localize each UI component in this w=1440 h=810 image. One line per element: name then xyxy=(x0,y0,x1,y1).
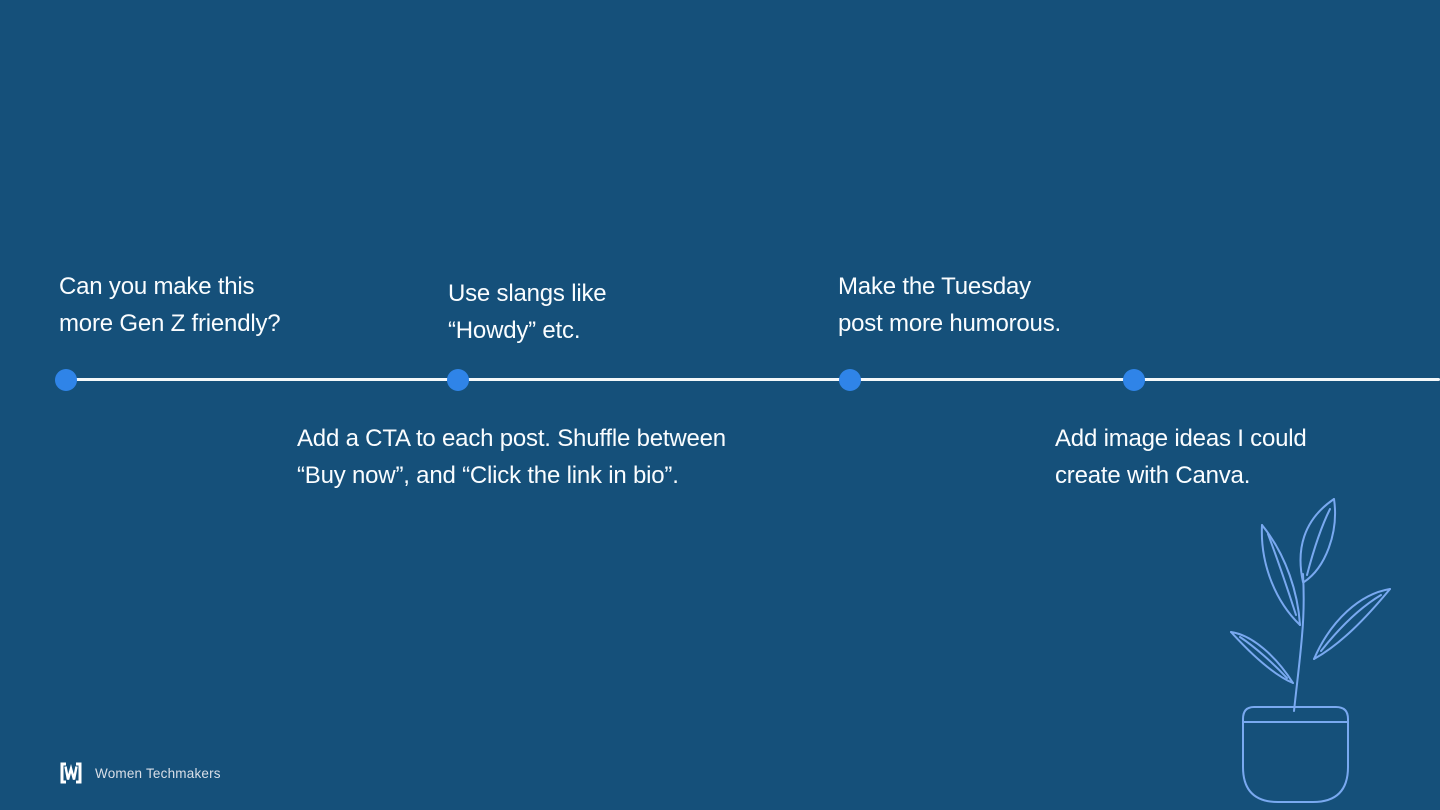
footer-brand-lockup: Women Techmakers xyxy=(57,759,221,787)
timeline-dot-3 xyxy=(839,369,861,391)
timeline-note-below-1: Add a CTA to each post. Shuffle between … xyxy=(297,425,726,489)
potted-plant-line-icon xyxy=(1230,498,1391,803)
timeline-dot-1 xyxy=(55,369,77,391)
timeline-note-above-1: Can you make this more Gen Z friendly? xyxy=(59,273,281,337)
timeline-note-below-2: Add image ideas I could create with Canv… xyxy=(1055,425,1307,489)
timeline-dot-2 xyxy=(447,369,469,391)
women-techmakers-logo-icon xyxy=(60,762,82,784)
timeline-line xyxy=(66,378,1440,381)
timeline-note-above-2: Use slangs like “Howdy” etc. xyxy=(448,280,607,344)
timeline-note-above-3: Make the Tuesday post more humorous. xyxy=(838,273,1061,337)
footer-brand-label: Women Techmakers xyxy=(95,765,221,781)
timeline-dot-4 xyxy=(1123,369,1145,391)
